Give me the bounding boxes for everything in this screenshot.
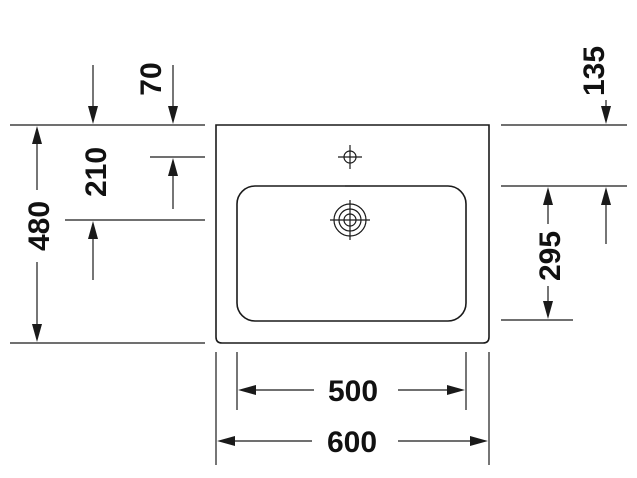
drain-hole [330,200,370,240]
basin-bowl [236,185,467,322]
dimension-70-label: 70 [135,62,168,95]
dimension-500 [238,385,465,395]
basin-outline [215,124,490,344]
left-extension-lines [10,124,205,344]
dimension-210-label: 210 [80,147,113,197]
dimension-480 [32,126,42,342]
right-extension-lines [501,124,627,321]
dimension-135-label: 135 [578,46,611,96]
dimension-480-label: 480 [23,201,56,251]
dimension-70 [88,65,178,124]
bottom-extension-lines [215,352,490,465]
tap-hole [338,145,362,169]
dimension-295 [543,187,553,319]
dimension-600 [217,436,488,446]
dimension-210 [88,158,178,280]
dimension-600-label: 600 [327,426,377,459]
dimension-135 [601,100,611,244]
dimension-295-label: 295 [534,231,567,281]
dimension-500-label: 500 [328,375,378,408]
